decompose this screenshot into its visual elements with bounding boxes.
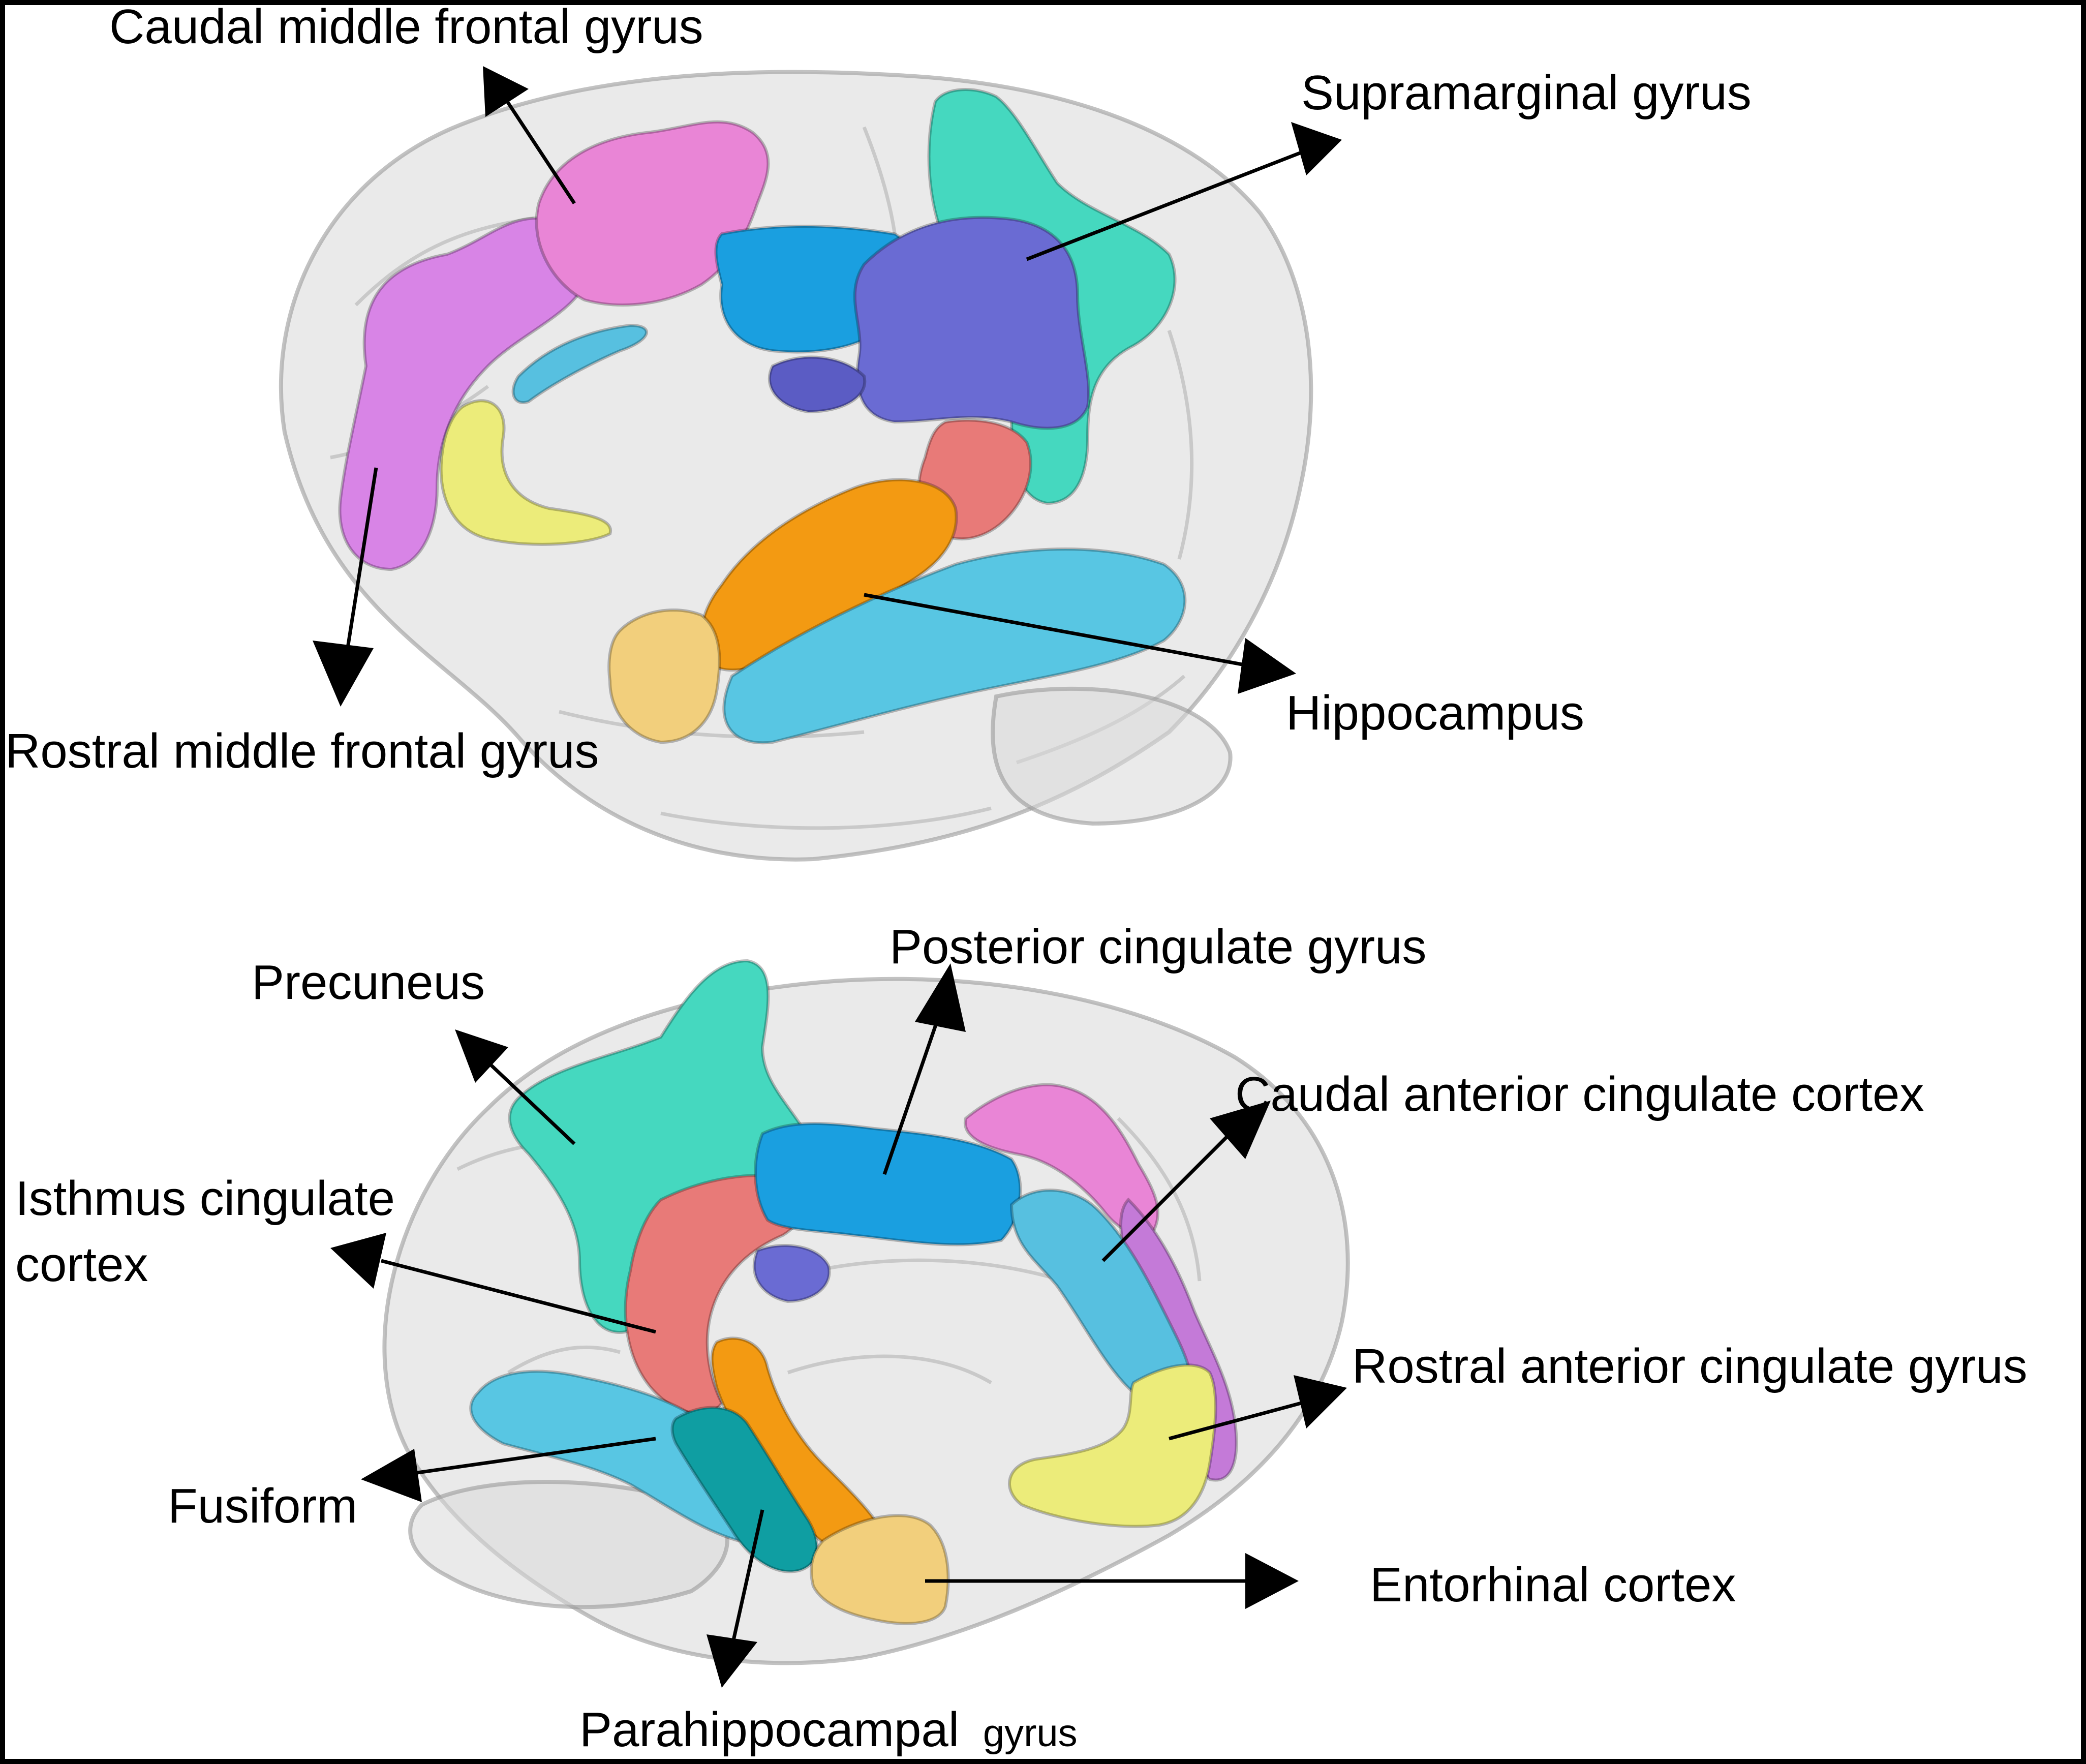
label-rostral-middle-frontal: Rostral middle frontal gyrus xyxy=(5,724,599,778)
label-caudal-middle-frontal: Caudal middle frontal gyrus xyxy=(109,0,703,54)
region-caudal-middle-frontal-medial xyxy=(963,1083,1159,1236)
arrow-hippocampus xyxy=(864,593,1296,694)
label-supramarginal: Supramarginal gyrus xyxy=(1301,66,1752,120)
label-parahippocampal-main: Parahippocampal xyxy=(579,1702,959,1757)
arrow-parahippocampal xyxy=(707,1509,764,1688)
label-hippocampus: Hippocampus xyxy=(1286,686,1584,740)
label-isthmus-cingulate-line1: Isthmus cingulate xyxy=(15,1171,395,1226)
region-supramarginal-lobe xyxy=(768,355,867,414)
arrow-precuneus xyxy=(455,1029,576,1145)
label-precuneus: Precuneus xyxy=(252,955,485,1010)
medial-view-panel xyxy=(330,959,1350,1688)
arrow-posterior-cingulate xyxy=(882,963,966,1175)
region-rostral-anterior-cingulate-lateral xyxy=(439,399,612,546)
region-caudal-anterior-cingulate-lateral xyxy=(511,323,648,404)
label-parahippocampal: Parahippocampal gyrus xyxy=(579,1702,1078,1757)
arrow-caudal-middle-frontal xyxy=(483,66,576,204)
label-posterior-cingulate: Posterior cingulate gyrus xyxy=(889,920,1427,974)
cerebellum-lateral xyxy=(991,686,1233,826)
region-fusiform-lateral xyxy=(722,548,1187,745)
arrow-entorhinal xyxy=(925,1553,1299,1609)
region-rostral-anterior-cingulate xyxy=(1008,1363,1217,1528)
label-fusiform: Fusiform xyxy=(168,1479,357,1533)
region-parahippocampal xyxy=(670,1406,819,1573)
arrow-rostral-middle-frontal xyxy=(313,467,378,707)
label-parahippocampal-suffix: gyrus xyxy=(983,1712,1078,1755)
arrow-caudal-anterior-cingulate xyxy=(1101,1101,1271,1262)
region-caudal-middle-frontal xyxy=(535,120,770,307)
region-rostral-middle-frontal xyxy=(338,216,590,571)
region-supramarginal-medial xyxy=(752,1244,831,1303)
label-caudal-anterior-cingulate: Caudal anterior cingulate cortex xyxy=(1235,1067,1924,1121)
label-isthmus-cingulate-line2: cortex xyxy=(15,1237,148,1292)
cerebellum-medial xyxy=(408,1480,729,1609)
region-posterior-cingulate xyxy=(754,1122,1022,1246)
arrow-fusiform xyxy=(361,1437,656,1502)
label-entorhinal: Entorhinal cortex xyxy=(1370,1558,1736,1612)
lateral-view-panel xyxy=(279,66,1342,862)
label-rostral-anterior-cingulate: Rostral anterior cingulate gyrus xyxy=(1352,1339,2028,1393)
arrow-rostral-anterior-cingulate xyxy=(1169,1375,1347,1441)
arrow-isthmus-cingulate xyxy=(330,1233,656,1334)
region-entorhinal xyxy=(810,1514,950,1625)
arrow-supramarginal xyxy=(1026,122,1342,261)
region-entorhinal-lateral xyxy=(607,609,721,744)
